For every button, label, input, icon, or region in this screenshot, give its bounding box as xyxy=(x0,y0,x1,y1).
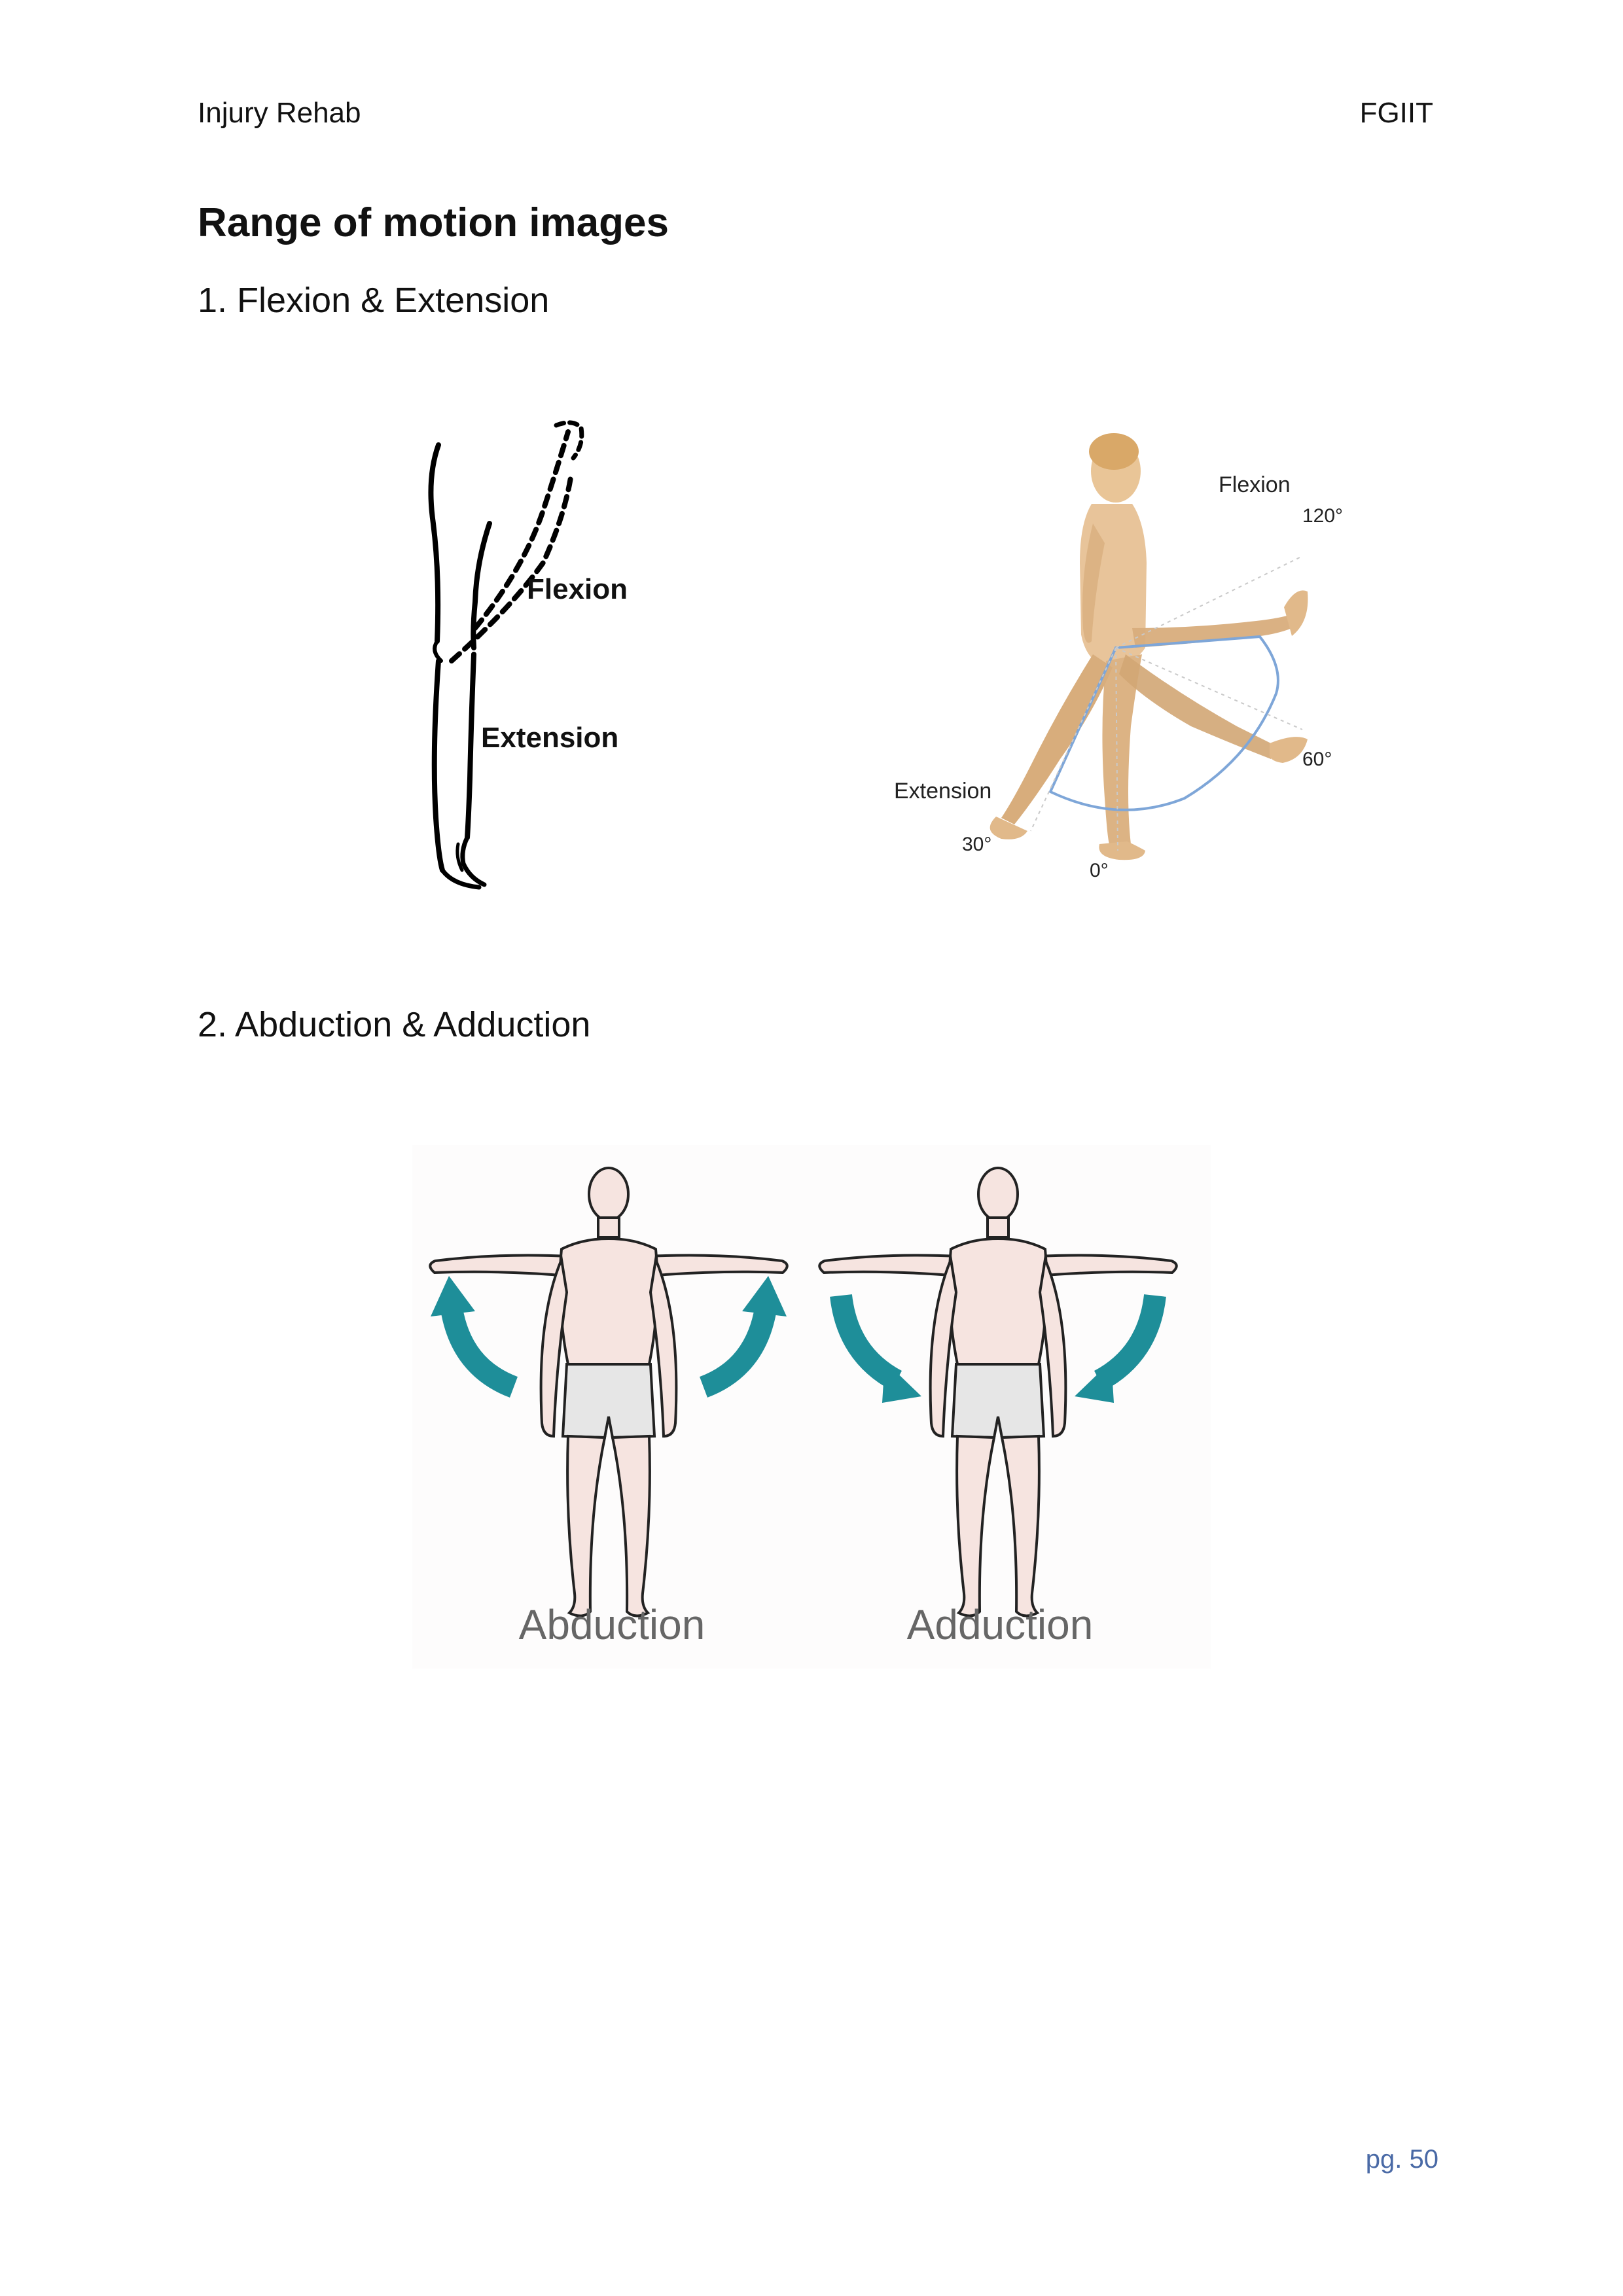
knee-rom-figure: Flexion 120° 60° Extension 30° 0° xyxy=(894,433,1343,881)
adduction-arrow-left-icon xyxy=(882,1361,921,1403)
page-number: pg. 50 xyxy=(1365,2145,1438,2174)
abduction-arrow-right-icon xyxy=(742,1276,787,1316)
angle-120-label: 120° xyxy=(1302,505,1343,527)
angle-30-label: 30° xyxy=(962,834,991,855)
sketch-flexion-label: Flexion xyxy=(527,573,628,605)
anatomy-flexion-label: Flexion xyxy=(1219,472,1291,497)
running-header-left: Injury Rehab xyxy=(198,97,361,129)
sketch-extension-label: Extension xyxy=(481,722,618,754)
adduction-label: Adduction xyxy=(907,1601,1094,1648)
running-header-right: FGIIT xyxy=(1359,97,1433,129)
page-title: Range of motion images xyxy=(198,200,669,245)
abduction-label: Abduction xyxy=(519,1601,705,1648)
section-heading-abduction-adduction: 2. Abduction & Adduction xyxy=(198,1005,591,1044)
abduction-adduction-figure: Abduction Adduction xyxy=(412,1145,1211,1669)
angle-0-label: 0° xyxy=(1090,860,1109,881)
adduction-arrow-right-icon xyxy=(1075,1361,1114,1403)
section-heading-flexion-extension: 1. Flexion & Extension xyxy=(198,281,550,320)
anatomy-extension-label: Extension xyxy=(894,779,991,804)
angle-60-label: 60° xyxy=(1302,749,1332,770)
leg-sketch-figure: Flexion Extension xyxy=(428,420,628,890)
abduction-arrow-left-icon xyxy=(431,1276,475,1316)
